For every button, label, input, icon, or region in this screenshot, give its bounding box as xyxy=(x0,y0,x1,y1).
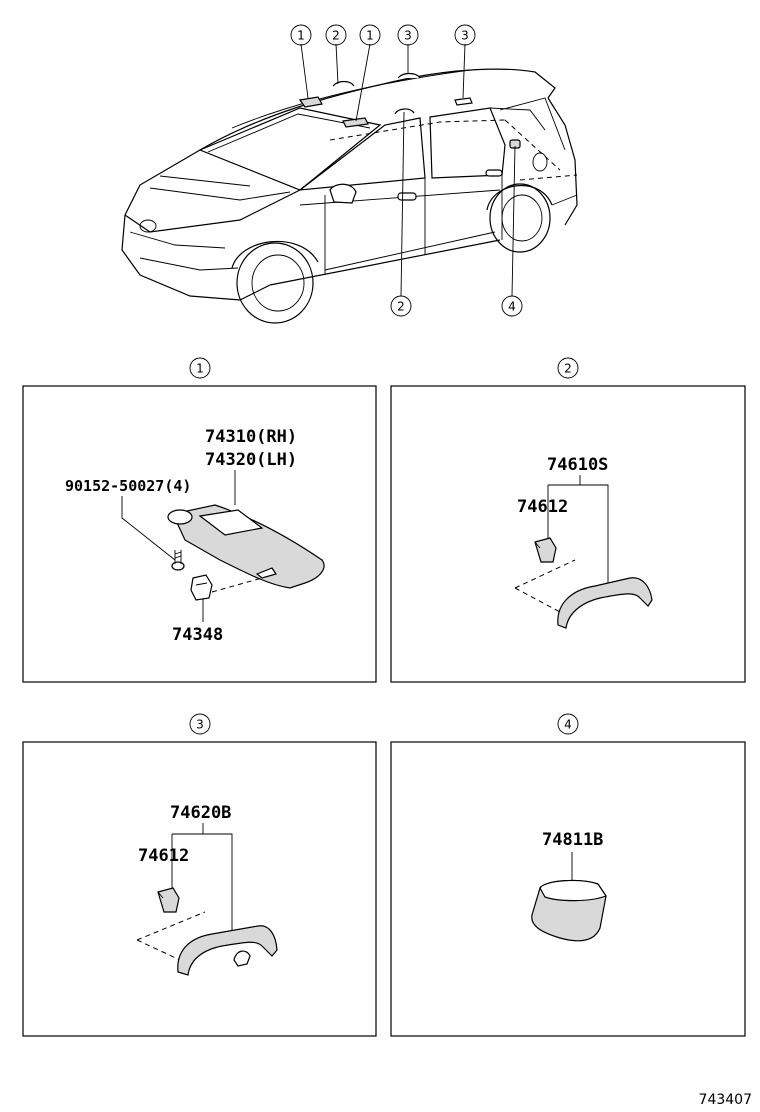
svg-text:4: 4 xyxy=(508,300,516,314)
panel-2-number: 2 xyxy=(557,357,579,379)
panel-3-frame xyxy=(22,741,377,1037)
screw xyxy=(171,550,185,571)
panel-1-frame xyxy=(22,385,377,683)
callout-top-3a: 3 xyxy=(397,24,419,46)
sun-visor xyxy=(167,504,325,589)
callout-top-1b: 1 xyxy=(359,24,381,46)
panel-3-number: 3 xyxy=(189,713,211,735)
callout-top-2: 2 xyxy=(325,24,347,46)
panel-4-number: 4 xyxy=(557,713,579,735)
callout-top-3b: 3 xyxy=(454,24,476,46)
callout-bottom-2: 2 xyxy=(390,295,412,317)
panel-2: 2 74610S 74612 xyxy=(390,357,746,683)
overview-grip-front xyxy=(332,80,355,87)
svg-text:2: 2 xyxy=(397,300,405,314)
grip-cap-2 xyxy=(534,537,557,563)
panel-2-frame xyxy=(390,385,746,683)
visor-holder xyxy=(190,574,213,601)
label-cap-3: 74612 xyxy=(138,846,189,866)
svg-text:1: 1 xyxy=(297,29,305,43)
label-visor-rh: 74310(RH) xyxy=(205,427,297,447)
label-hook: 74811B xyxy=(542,830,603,850)
car-overview: 1 2 1 3 3 2 4 xyxy=(121,24,578,324)
overview-visor-lh xyxy=(298,96,323,108)
assist-grip-2 xyxy=(557,577,653,629)
svg-text:2: 2 xyxy=(332,29,340,43)
label-visor-lh: 74320(LH) xyxy=(205,450,297,470)
overview-visor-rh xyxy=(342,117,369,128)
overview-grip-driver xyxy=(394,108,415,115)
coat-hook xyxy=(531,879,607,942)
svg-text:3: 3 xyxy=(461,29,469,43)
label-grip-assy-2: 74610S xyxy=(547,455,608,475)
label-screw: 90152-50027(4) xyxy=(65,477,191,495)
panel-3: 3 74620B 74612 xyxy=(22,713,377,1037)
overview-leader-lines xyxy=(300,43,516,297)
svg-text:1: 1 xyxy=(366,29,374,43)
grip-cap-3 xyxy=(157,887,180,913)
panel-4: 4 74811B xyxy=(390,713,746,1037)
svg-text:2: 2 xyxy=(564,362,572,376)
svg-text:3: 3 xyxy=(196,718,204,732)
car-body-outline xyxy=(121,68,578,324)
assist-grip-3 xyxy=(177,925,278,976)
callout-top-1a: 1 xyxy=(290,24,312,46)
figure-id: 743407 xyxy=(699,1092,752,1108)
svg-text:3: 3 xyxy=(404,29,412,43)
callout-bottom-4: 4 xyxy=(501,295,523,317)
panel-1: 1 74310(RH) 74320(LH) 90152-50027(4) 743… xyxy=(22,357,377,683)
panel-4-frame xyxy=(390,741,746,1037)
label-holder: 74348 xyxy=(172,625,223,645)
svg-text:4: 4 xyxy=(564,718,572,732)
label-grip-assy-3: 74620B xyxy=(170,803,231,823)
label-cap-2: 74612 xyxy=(517,497,568,517)
panel-1-number: 1 xyxy=(189,357,211,379)
overview-grip-rear xyxy=(397,72,473,106)
svg-text:1: 1 xyxy=(196,362,204,376)
